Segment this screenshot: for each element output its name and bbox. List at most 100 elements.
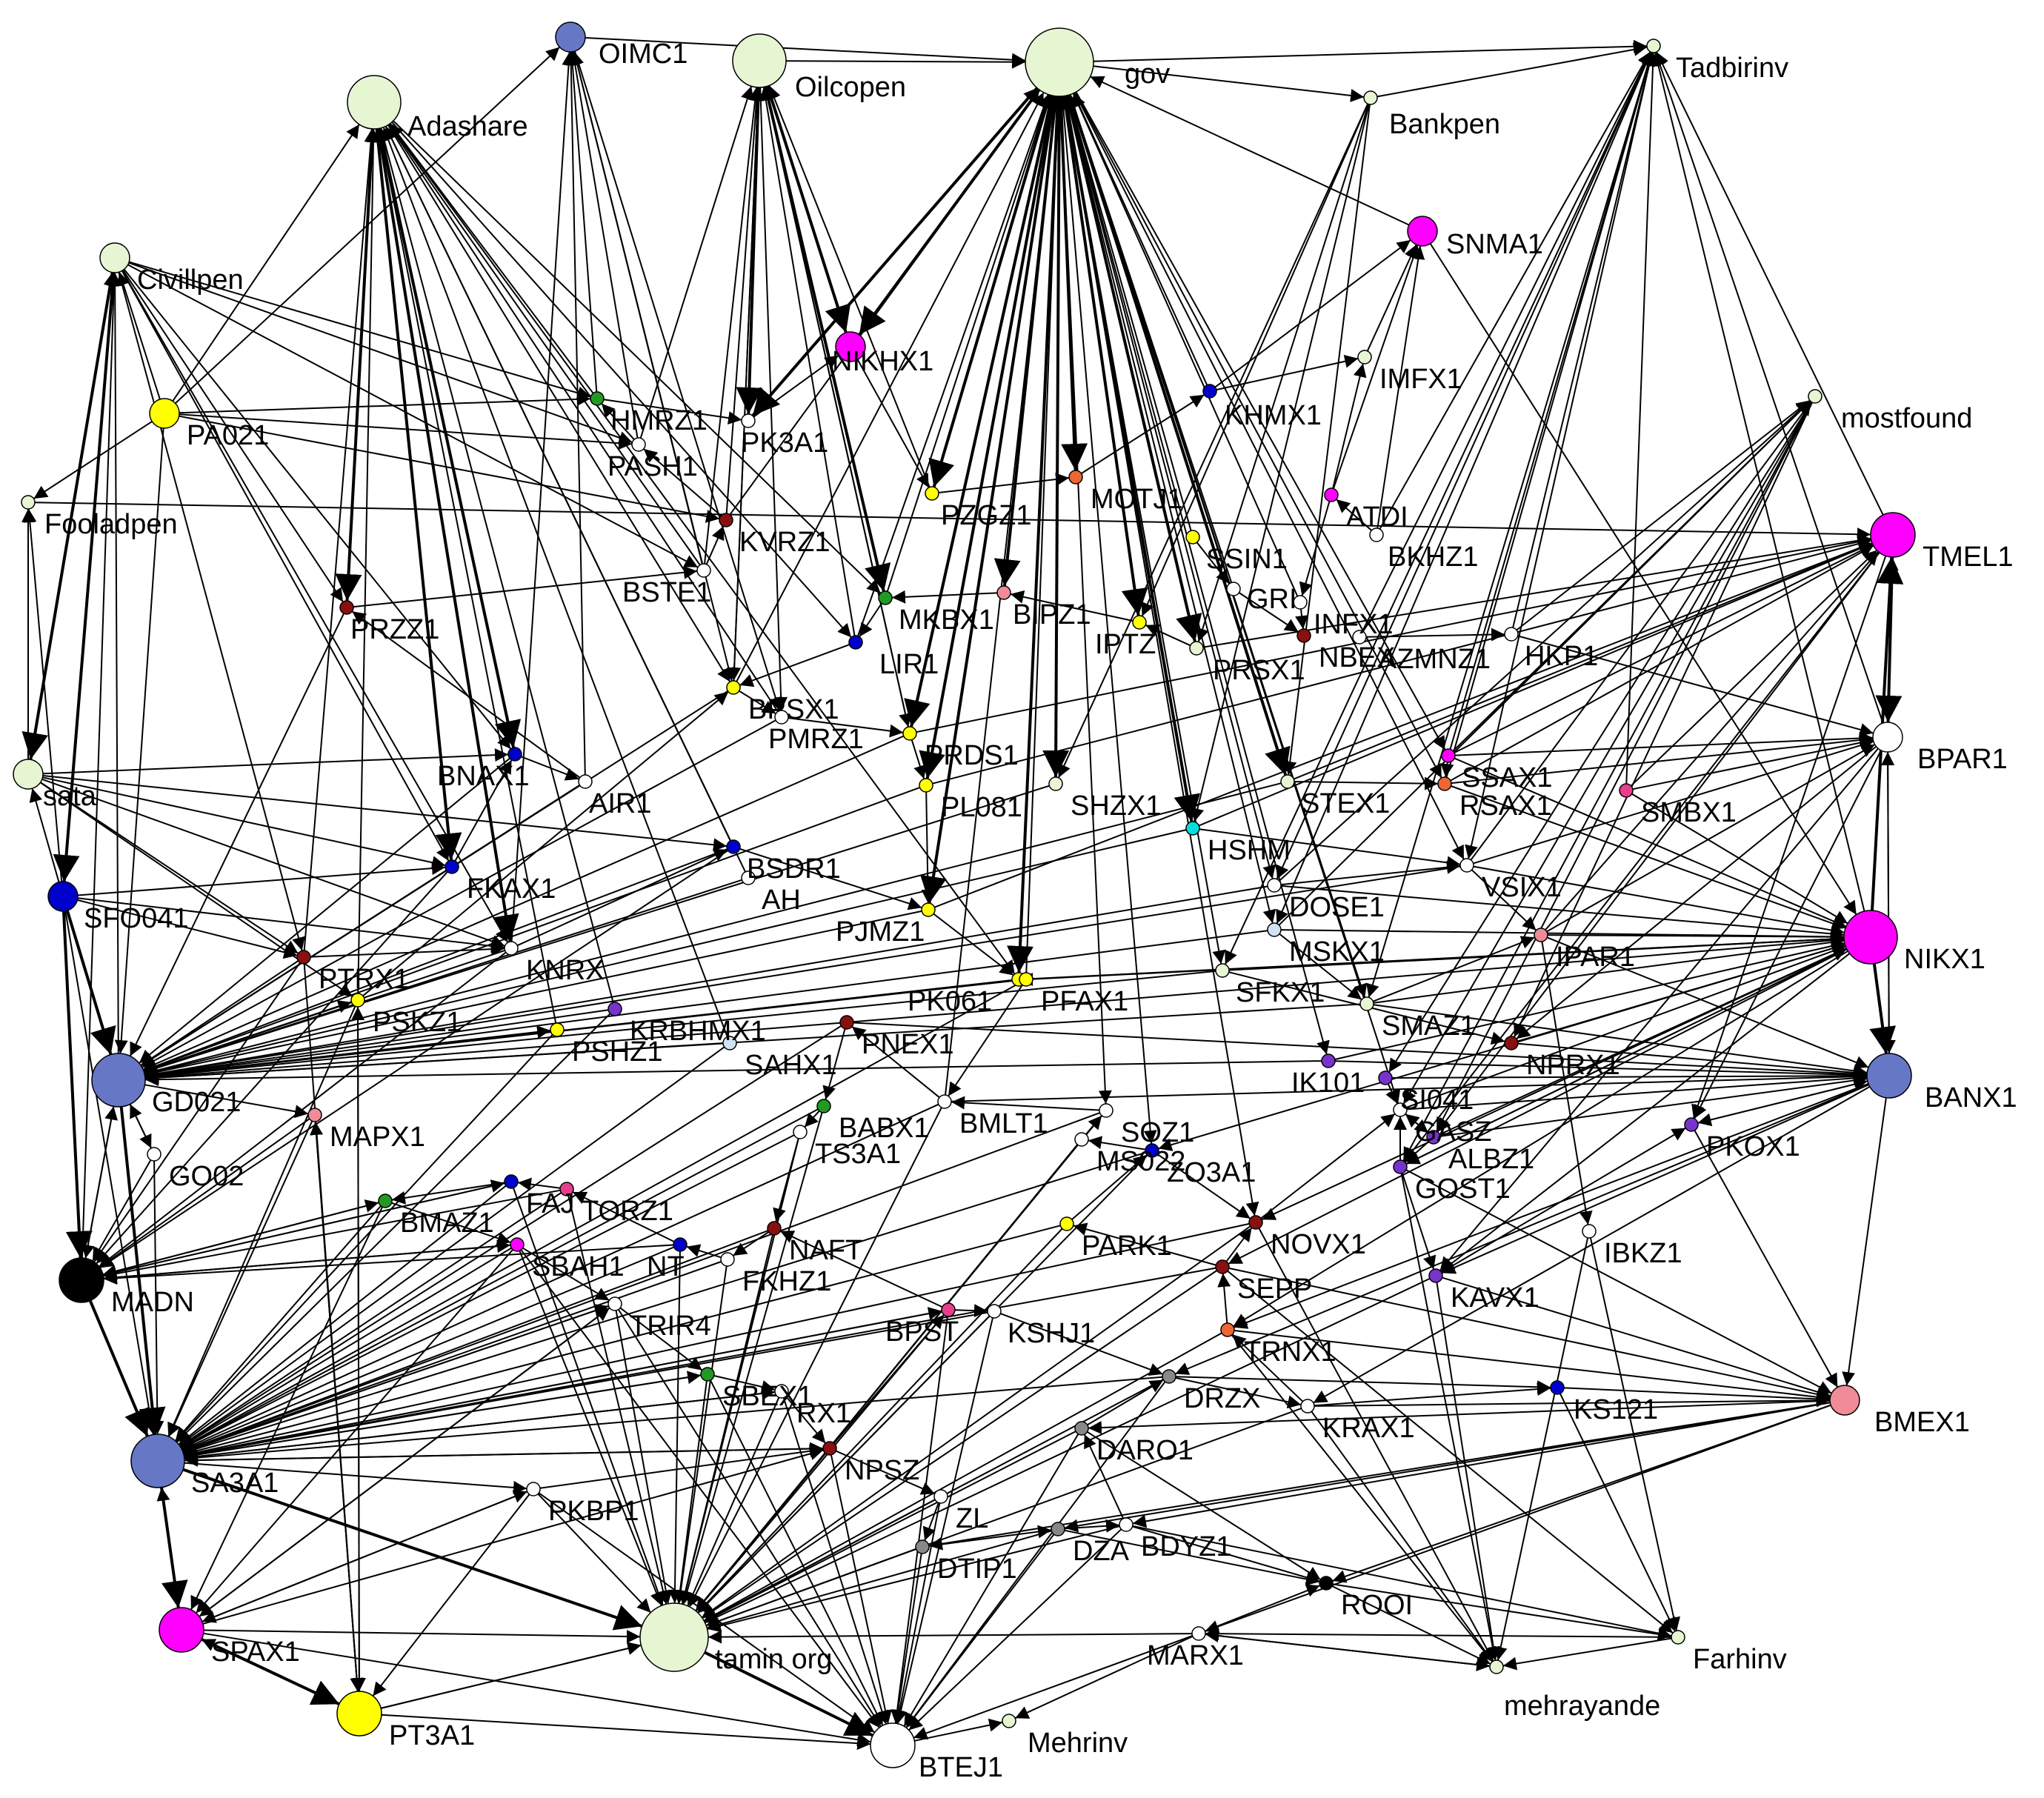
- node-kshj1[interactable]: [987, 1304, 1002, 1319]
- node-nbex[interactable]: [1296, 628, 1311, 643]
- node-gd021[interactable]: [91, 1053, 146, 1108]
- node-pjmz1[interactable]: [921, 902, 936, 917]
- node-knrx[interactable]: [504, 941, 519, 956]
- node-zl[interactable]: [933, 1489, 948, 1504]
- node-rooi[interactable]: [1319, 1576, 1334, 1591]
- node-bmex1[interactable]: [1829, 1385, 1860, 1416]
- node-ms022[interactable]: [1074, 1132, 1089, 1147]
- node-nt[interactable]: [673, 1237, 688, 1252]
- node-pnex1[interactable]: [839, 1015, 854, 1030]
- node-bste1[interactable]: [696, 563, 711, 578]
- node-albz1[interactable]: [1426, 1130, 1441, 1145]
- node-pmrz1[interactable]: [774, 710, 789, 725]
- node-marx1[interactable]: [1191, 1626, 1206, 1641]
- node-pash1[interactable]: [631, 437, 646, 452]
- node-mehrinv[interactable]: [1002, 1714, 1016, 1728]
- node-mehrayande[interactable]: [1489, 1659, 1504, 1674]
- node-khmx1[interactable]: [1202, 384, 1217, 399]
- node-bmlt1[interactable]: [937, 1094, 952, 1109]
- node-prds1[interactable]: [902, 726, 917, 741]
- node-gri[interactable]: [1226, 582, 1241, 596]
- node-sata[interactable]: [13, 759, 44, 790]
- node-drzx[interactable]: [1162, 1369, 1176, 1384]
- node-ibkz1[interactable]: [1582, 1224, 1597, 1239]
- node-sfo041[interactable]: [47, 881, 79, 912]
- node-pa021[interactable]: [149, 398, 180, 429]
- node-bpar1[interactable]: [1872, 722, 1903, 753]
- node-btej1[interactable]: [870, 1722, 916, 1768]
- node-vsix1[interactable]: [1459, 858, 1474, 873]
- node-stex1[interactable]: [1280, 774, 1295, 789]
- node-prsx1[interactable]: [1189, 641, 1204, 656]
- node-smbx1[interactable]: [1619, 783, 1634, 798]
- node-bankpen[interactable]: [1363, 90, 1378, 105]
- node-sahx1[interactable]: [722, 1036, 737, 1051]
- node-bmaz1[interactable]: [378, 1193, 393, 1208]
- node-shzx1[interactable]: [1048, 776, 1063, 791]
- node-gasz[interactable]: [1393, 1102, 1408, 1117]
- node-atdi[interactable]: [1324, 487, 1339, 502]
- node-pshz1[interactable]: [550, 1022, 565, 1037]
- node-kvrz1[interactable]: [719, 513, 733, 527]
- node-iptz[interactable]: [1132, 615, 1147, 630]
- node-trir4[interactable]: [607, 1296, 622, 1311]
- node-krax1[interactable]: [1300, 1399, 1315, 1414]
- node-tmel1[interactable]: [1870, 512, 1916, 558]
- node-bipz1[interactable]: [996, 585, 1011, 600]
- node-faj[interactable]: [504, 1174, 519, 1189]
- node-babx1[interactable]: [816, 1099, 831, 1113]
- node-imfx1[interactable]: [1357, 350, 1372, 364]
- node-novx1[interactable]: [1248, 1215, 1263, 1230]
- node-daro1[interactable]: [1074, 1421, 1089, 1436]
- node-ptrx1[interactable]: [296, 950, 311, 965]
- node-sbah1[interactable]: [510, 1237, 525, 1252]
- node-ts3a1[interactable]: [793, 1125, 808, 1139]
- node-krbhmx1[interactable]: [607, 1002, 622, 1016]
- node-gov[interactable]: [1025, 27, 1094, 97]
- node-torz1[interactable]: [559, 1182, 574, 1196]
- node-pkox1[interactable]: [1684, 1117, 1699, 1132]
- node-nikhx1[interactable]: [835, 331, 866, 362]
- node-fooladpen[interactable]: [21, 495, 36, 510]
- node-tamin-org[interactable]: [639, 1602, 709, 1672]
- node-azmnz1[interactable]: [1352, 630, 1367, 645]
- node-pk3a1[interactable]: [741, 413, 756, 428]
- node-dtip1[interactable]: [915, 1539, 930, 1554]
- node-hmrz1[interactable]: [590, 391, 605, 406]
- node-pkbp1[interactable]: [526, 1482, 541, 1496]
- node-npsz[interactable]: [822, 1441, 837, 1456]
- node-pskz1[interactable]: [350, 993, 365, 1008]
- node-mostfound[interactable]: [1808, 389, 1822, 404]
- node-trnx1[interactable]: [1220, 1322, 1235, 1337]
- node-mkbx1[interactable]: [878, 590, 893, 605]
- node-air1[interactable]: [578, 774, 593, 789]
- node-oimc1[interactable]: [555, 21, 586, 53]
- node-rx1[interactable]: [774, 1384, 789, 1399]
- node-motj1[interactable]: [1068, 470, 1083, 485]
- node-kavx1[interactable]: [1428, 1268, 1443, 1283]
- node-park1[interactable]: [1059, 1216, 1074, 1231]
- node-przz1[interactable]: [339, 600, 354, 615]
- node-oilcopen[interactable]: [732, 33, 787, 88]
- node-dose1[interactable]: [1267, 878, 1282, 893]
- node-ik101[interactable]: [1321, 1053, 1336, 1068]
- node-sa3a1[interactable]: [130, 1434, 185, 1488]
- node-fkhz1[interactable]: [720, 1252, 735, 1267]
- node-ssax1[interactable]: [1441, 748, 1456, 763]
- node-mskx1[interactable]: [1267, 922, 1282, 937]
- node-mapx1[interactable]: [307, 1108, 322, 1122]
- node-snma1[interactable]: [1407, 216, 1438, 247]
- node-infx1[interactable]: [1293, 595, 1308, 610]
- node-nikx1[interactable]: [1843, 910, 1898, 965]
- node-ks121[interactable]: [1550, 1380, 1565, 1395]
- node-soz1[interactable]: [1099, 1103, 1113, 1118]
- node-bpsx1[interactable]: [726, 680, 741, 695]
- node-dza[interactable]: [1051, 1522, 1065, 1536]
- node-spax1[interactable]: [159, 1607, 204, 1653]
- node-hshm[interactable]: [1185, 821, 1200, 836]
- node-pl081[interactable]: [919, 778, 933, 793]
- node-sfkx1[interactable]: [1215, 963, 1230, 978]
- node-ah[interactable]: [741, 870, 756, 885]
- node-bsdr1[interactable]: [726, 839, 741, 854]
- node-ssin1[interactable]: [1185, 530, 1200, 545]
